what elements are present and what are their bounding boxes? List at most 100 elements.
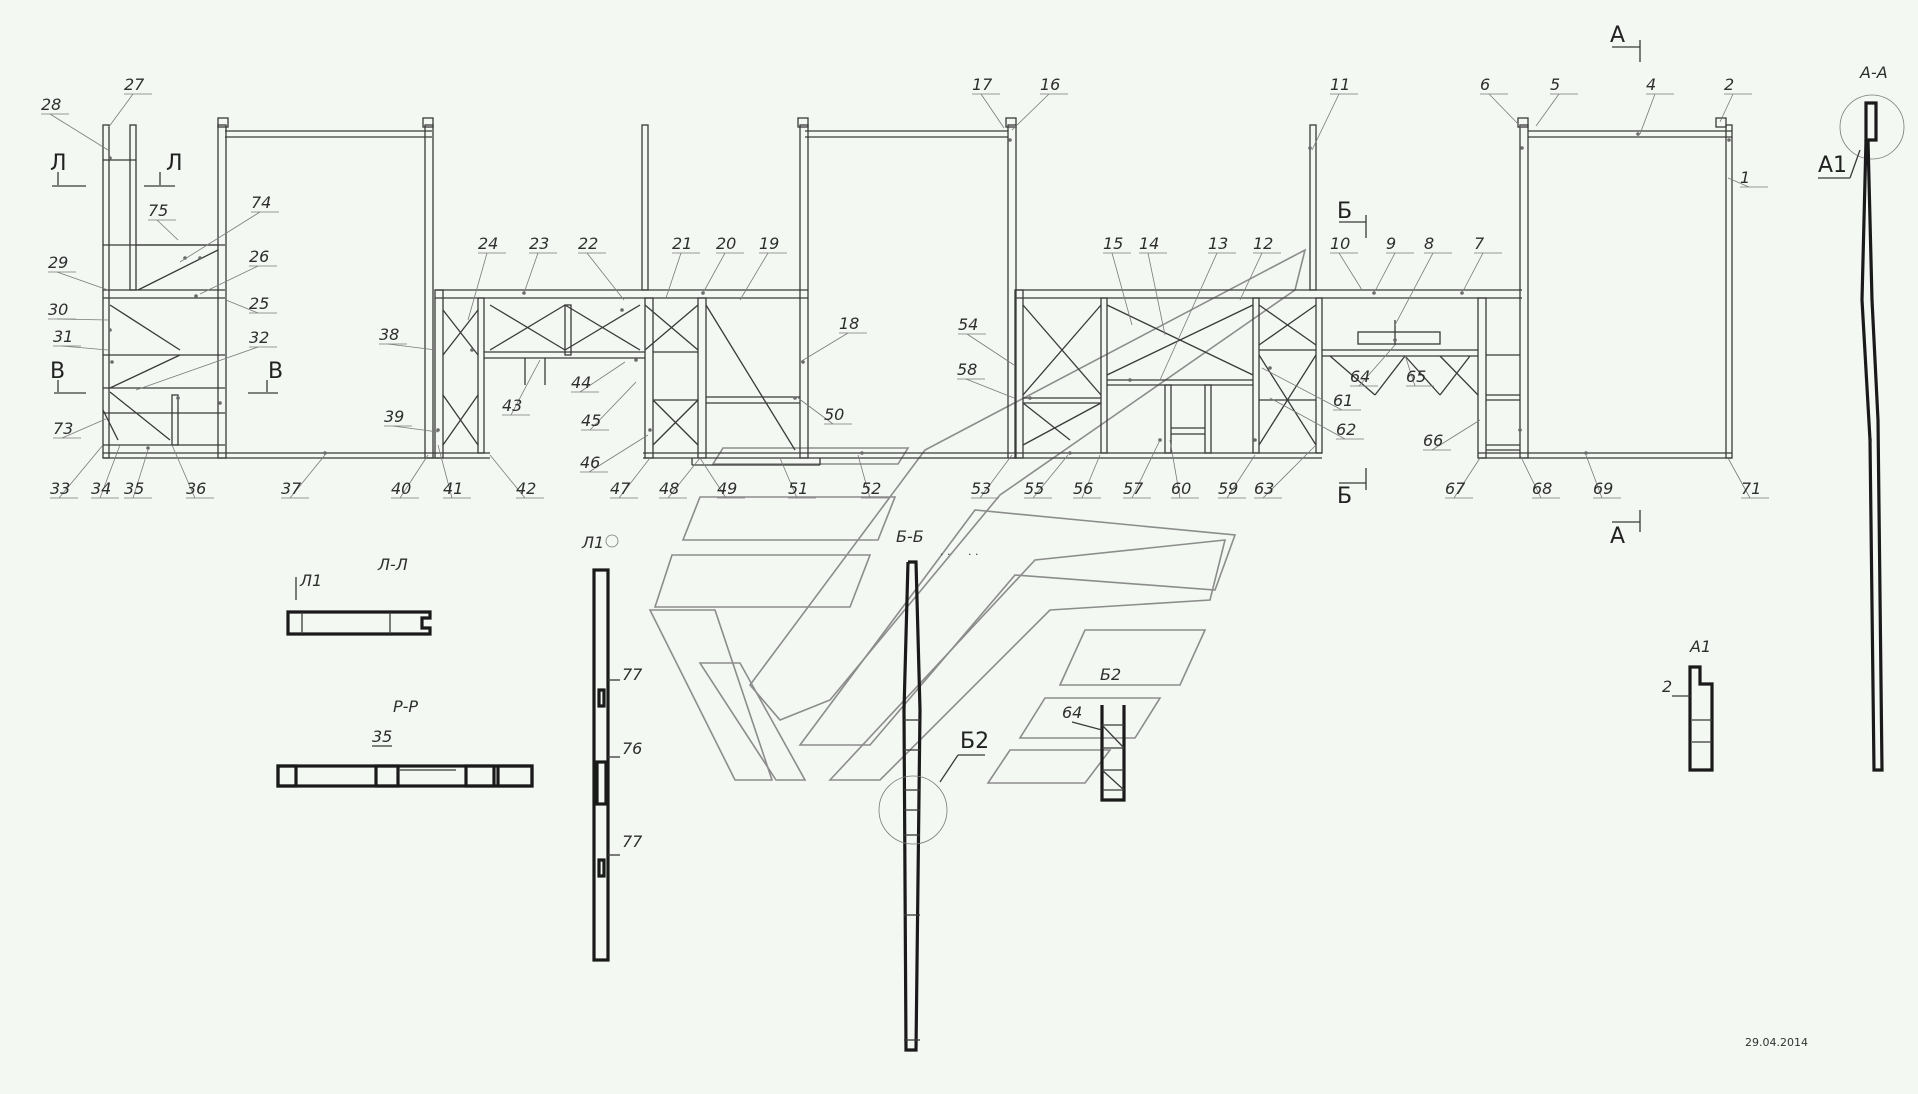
svg-text:. .: . . — [940, 545, 951, 558]
callout-35: 35 — [124, 449, 152, 499]
part-number: 26 — [249, 247, 269, 266]
callout-66: 66 — [1423, 419, 1481, 451]
callout-12: 12 — [1239, 234, 1281, 301]
callout-65: 65 — [1404, 354, 1434, 387]
detail-view-b2: Б2 64 — [1062, 665, 1126, 802]
callout-48: 48 — [659, 457, 701, 499]
part-number: 7 — [1474, 234, 1485, 253]
callout-45: 45 — [581, 381, 637, 431]
part-number: 36 — [186, 479, 206, 498]
part-number: 40 — [391, 479, 411, 498]
callout-44: 44 — [571, 361, 626, 393]
callout-75: 75 — [148, 201, 179, 241]
callout-15: 15 — [1103, 234, 1133, 326]
part-number: 49 — [717, 479, 737, 498]
part-number: 52 — [861, 479, 881, 498]
callout-41: 41 — [437, 444, 471, 499]
callout-43: 43 — [502, 359, 541, 416]
part-number: 15 — [1103, 234, 1123, 253]
part-number: 65 — [1406, 367, 1426, 386]
part-number: 56 — [1073, 479, 1093, 498]
callout-7: 7 — [1461, 234, 1502, 294]
part-number: 59 — [1218, 479, 1238, 498]
part-number: 29 — [48, 253, 68, 272]
callout-59: 59 — [1218, 454, 1256, 499]
part-number: 74 — [251, 193, 271, 212]
callout-13: 13 — [1159, 234, 1236, 381]
part-number: 66 — [1423, 431, 1443, 450]
section-marker-l-right: Л — [144, 151, 183, 187]
part-callouts: 1245678910111213141516171819202122232425… — [41, 75, 1769, 499]
detail-view-l1: Л1 77 76 77 — [581, 533, 643, 962]
callout-9: 9 — [1373, 234, 1414, 294]
section-letter: В — [268, 359, 283, 384]
view-title: А1 — [1689, 637, 1711, 656]
part-number: 13 — [1208, 234, 1228, 253]
part-number: 19 — [759, 234, 779, 253]
callout-8: 8 — [1394, 234, 1452, 326]
callout-40: 40 — [391, 454, 429, 499]
callout-20: 20 — [702, 234, 744, 294]
callout-64: 64 — [1350, 344, 1396, 387]
callout-5: 5 — [1535, 75, 1578, 127]
section-view-aa: А-А А1 — [1818, 63, 1905, 772]
part-number: 31 — [53, 327, 73, 346]
view-callout-a1: А1 — [1818, 153, 1847, 178]
part-number: 21 — [672, 234, 692, 253]
view-title: Б-Б — [896, 527, 924, 546]
drawing-date: 29.04.2014 — [1745, 1036, 1808, 1049]
callout-25: 25 — [225, 294, 277, 314]
callout-6: 6 — [1480, 75, 1523, 129]
part-number: 61 — [1333, 391, 1353, 410]
part-number: 9 — [1386, 234, 1396, 253]
section-view-bb: Б-Б Б2 . . . . — [878, 527, 989, 1052]
part-number: 50 — [824, 405, 844, 424]
callout-23: 23 — [523, 234, 557, 294]
section-letter: Б — [1337, 484, 1352, 509]
detail-callout-2: 2 — [1662, 677, 1672, 696]
part-number: 69 — [1593, 479, 1613, 498]
callout-33: 33 — [50, 444, 104, 499]
view-title: Л-Л — [377, 555, 408, 574]
part-number: 47 — [610, 479, 631, 498]
callout-54: 54 — [958, 315, 1015, 366]
part-number: 73 — [53, 419, 73, 438]
part-number: 28 — [41, 95, 61, 114]
callout-4: 4 — [1639, 75, 1674, 135]
callout-39: 39 — [384, 407, 439, 433]
section-letter: Л — [50, 151, 67, 176]
callout-11: 11 — [1311, 75, 1358, 151]
view-title: Л1 — [581, 533, 604, 552]
callout-27: 27 — [107, 75, 152, 129]
callout-28: 28 — [41, 95, 109, 151]
part-number: 51 — [788, 479, 808, 498]
part-number: 62 — [1336, 420, 1356, 439]
section-marker-a-top: А — [1610, 23, 1641, 62]
callout-46: 46 — [580, 434, 649, 473]
detail-callout-64: 64 — [1062, 703, 1082, 722]
part-number: 2 — [1724, 75, 1734, 94]
callout-1: 1 — [1727, 168, 1768, 188]
section-letter: Л — [166, 151, 183, 176]
callout-34: 34 — [91, 444, 121, 499]
part-number: 75 — [148, 201, 168, 220]
part-number: 34 — [91, 479, 111, 498]
section-marker-b-top: Б — [1337, 199, 1367, 238]
part-number: 67 — [1445, 479, 1466, 498]
part-number: 46 — [580, 453, 600, 472]
callout-32: 32 — [135, 328, 277, 391]
section-view-ll: Л-Л Л1 — [286, 555, 432, 636]
section-marker-v-left: В — [50, 359, 86, 394]
svg-text:. .: . . — [968, 545, 979, 558]
callout-60: 60 — [1169, 439, 1199, 499]
part-number: 25 — [249, 294, 269, 313]
part-number: 11 — [1330, 75, 1350, 94]
part-number: 60 — [1171, 479, 1191, 498]
callout-18: 18 — [799, 314, 867, 363]
part-number: 14 — [1139, 234, 1159, 253]
callout-22: 22 — [578, 234, 625, 301]
section-marker-a-bottom: А — [1610, 510, 1641, 549]
section-letter: Б — [1337, 199, 1352, 224]
part-number: 30 — [48, 300, 68, 319]
